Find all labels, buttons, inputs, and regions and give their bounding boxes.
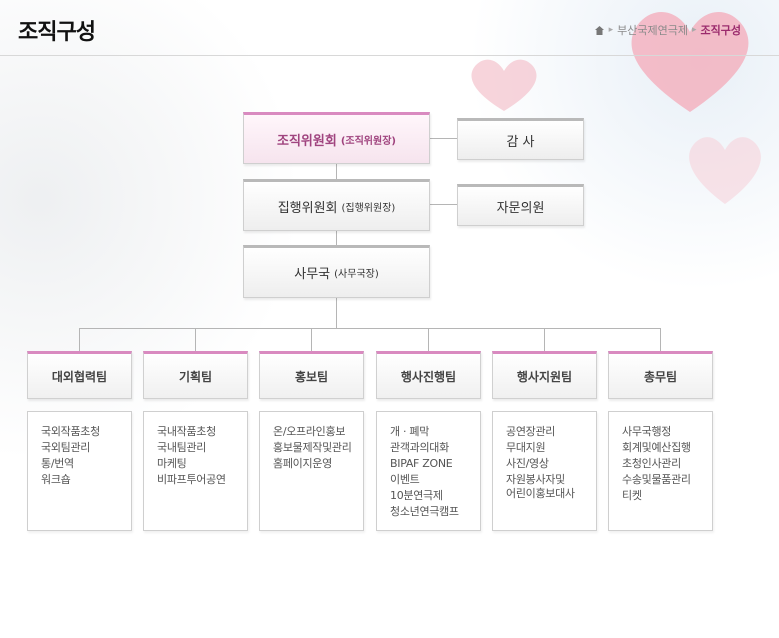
connector-line xyxy=(430,138,457,139)
team-box: 대외협력팀 xyxy=(27,351,132,399)
secretariat-name: 사무국 xyxy=(294,267,331,282)
chevron-right-icon: ▸ xyxy=(691,25,697,35)
committee-name: 조직위원회 xyxy=(277,133,337,149)
duty-item: 비파프투어공연 xyxy=(157,473,226,486)
connector-line xyxy=(336,298,337,328)
duty-item: 개 · 폐막 xyxy=(390,425,430,438)
connector-line xyxy=(660,328,661,351)
duty-list: 공연장관리 무대지원 사진/영상 자원봉사자및 어린이홍보대사 xyxy=(492,411,597,531)
executive-name: 집행위원회 xyxy=(277,200,338,216)
duty-item: 어린이홍보대사 xyxy=(506,487,575,500)
duty-item: 통/번역 xyxy=(41,457,74,470)
advisory-label: 자문의원 xyxy=(496,200,545,216)
connector-line xyxy=(336,164,337,179)
duty-item: 홍보물제작및관리 xyxy=(273,441,352,454)
duty-item: 홈페이지운영 xyxy=(273,457,332,470)
duty-item: 초청인사관리 xyxy=(622,457,681,470)
advisory-box: 자문의원 xyxy=(457,184,584,226)
heart-decoration xyxy=(471,59,537,111)
duty-item: 자원봉사자및 xyxy=(506,473,565,486)
team-box: 기획팀 xyxy=(143,351,248,399)
duty-item: 공연장관리 xyxy=(506,425,556,438)
duty-item: 국외작품초청 xyxy=(41,425,100,438)
team-box: 총무팀 xyxy=(608,351,713,399)
page-title: 조직구성 xyxy=(18,20,96,45)
duty-item: 사진/영상 xyxy=(506,457,549,470)
secretariat-box: 사무국 (사무국장) xyxy=(243,245,430,298)
duty-item: 마케팅 xyxy=(157,457,187,470)
executive-box: 집행위원회 (집행위원장) xyxy=(243,179,430,231)
executive-sub: (집행위원장) xyxy=(341,202,396,214)
team-box: 행사진행팀 xyxy=(376,351,481,399)
breadcrumb-current: 조직구성 xyxy=(700,24,741,37)
duty-list: 개 · 폐막 관객과의대화 BIPAF ZONE 이벤트 10분연극제 청소년연… xyxy=(376,411,481,531)
heart-decoration xyxy=(631,11,749,113)
team-name: 총무팀 xyxy=(643,369,678,384)
connector-line xyxy=(195,328,196,351)
duty-item: 사무국행정 xyxy=(622,425,672,438)
connector-line xyxy=(336,231,337,245)
duty-list: 국내작품초청 국내팀관리 마케팅 비파프투어공연 xyxy=(143,411,248,531)
secretariat-sub: (사무국장) xyxy=(334,269,379,280)
team-name: 홍보팀 xyxy=(294,369,329,384)
duty-list: 온/오프라인홍보 홍보물제작및관리 홈페이지운영 xyxy=(259,411,364,531)
team-name: 기획팀 xyxy=(178,369,213,384)
duty-list: 국외작품초청 국외팀관리 통/번역 워크숍 xyxy=(27,411,132,531)
duty-item: 관객과의대화 xyxy=(390,441,449,454)
duty-item: 티켓 xyxy=(622,489,642,502)
connector-line xyxy=(311,328,312,351)
heart-decoration xyxy=(689,137,761,204)
duty-list: 사무국행정 회계및예산집행 초청인사관리 수송및물품관리 티켓 xyxy=(608,411,713,531)
breadcrumb-item[interactable]: 부산국제연극제 xyxy=(617,24,688,37)
home-icon[interactable] xyxy=(594,25,605,36)
duty-item: 국내작품초청 xyxy=(157,425,216,438)
connector-line xyxy=(79,328,661,329)
duty-item: 회계및예산집행 xyxy=(622,441,691,454)
team-box: 홍보팀 xyxy=(259,351,364,399)
team-name: 대외협력팀 xyxy=(51,369,108,384)
duty-item: 수송및물품관리 xyxy=(622,473,691,486)
duty-item: 이벤트 xyxy=(390,473,420,486)
page-header: 조직구성 ▸ 부산국제연극제 ▸ 조직구성 xyxy=(0,0,779,56)
team-box: 행사지원팀 xyxy=(492,351,597,399)
breadcrumb: ▸ 부산국제연극제 ▸ 조직구성 xyxy=(594,22,741,38)
committee-sub: (조직위원장) xyxy=(340,135,396,147)
team-name: 행사진행팀 xyxy=(400,369,457,384)
duty-item: 국외팀관리 xyxy=(41,441,91,454)
duty-item: 국내팀관리 xyxy=(157,441,207,454)
audit-box: 감 사 xyxy=(457,118,584,160)
connector-line xyxy=(544,328,545,351)
connector-line xyxy=(428,328,429,351)
duty-item: 워크숍 xyxy=(41,473,71,486)
duty-item: 온/오프라인홍보 xyxy=(273,425,346,438)
chevron-right-icon: ▸ xyxy=(608,25,614,35)
team-name: 행사지원팀 xyxy=(516,369,573,384)
duty-item: BIPAF ZONE xyxy=(390,457,453,470)
connector-line xyxy=(79,328,80,351)
duty-item: 청소년연극캠프 xyxy=(390,505,459,518)
duty-item: 10분연극제 xyxy=(390,489,443,502)
committee-box: 조직위원회 (조직위원장) xyxy=(243,112,430,164)
duty-item: 무대지원 xyxy=(506,441,546,454)
connector-line xyxy=(430,204,457,205)
audit-label: 감 사 xyxy=(506,134,535,150)
